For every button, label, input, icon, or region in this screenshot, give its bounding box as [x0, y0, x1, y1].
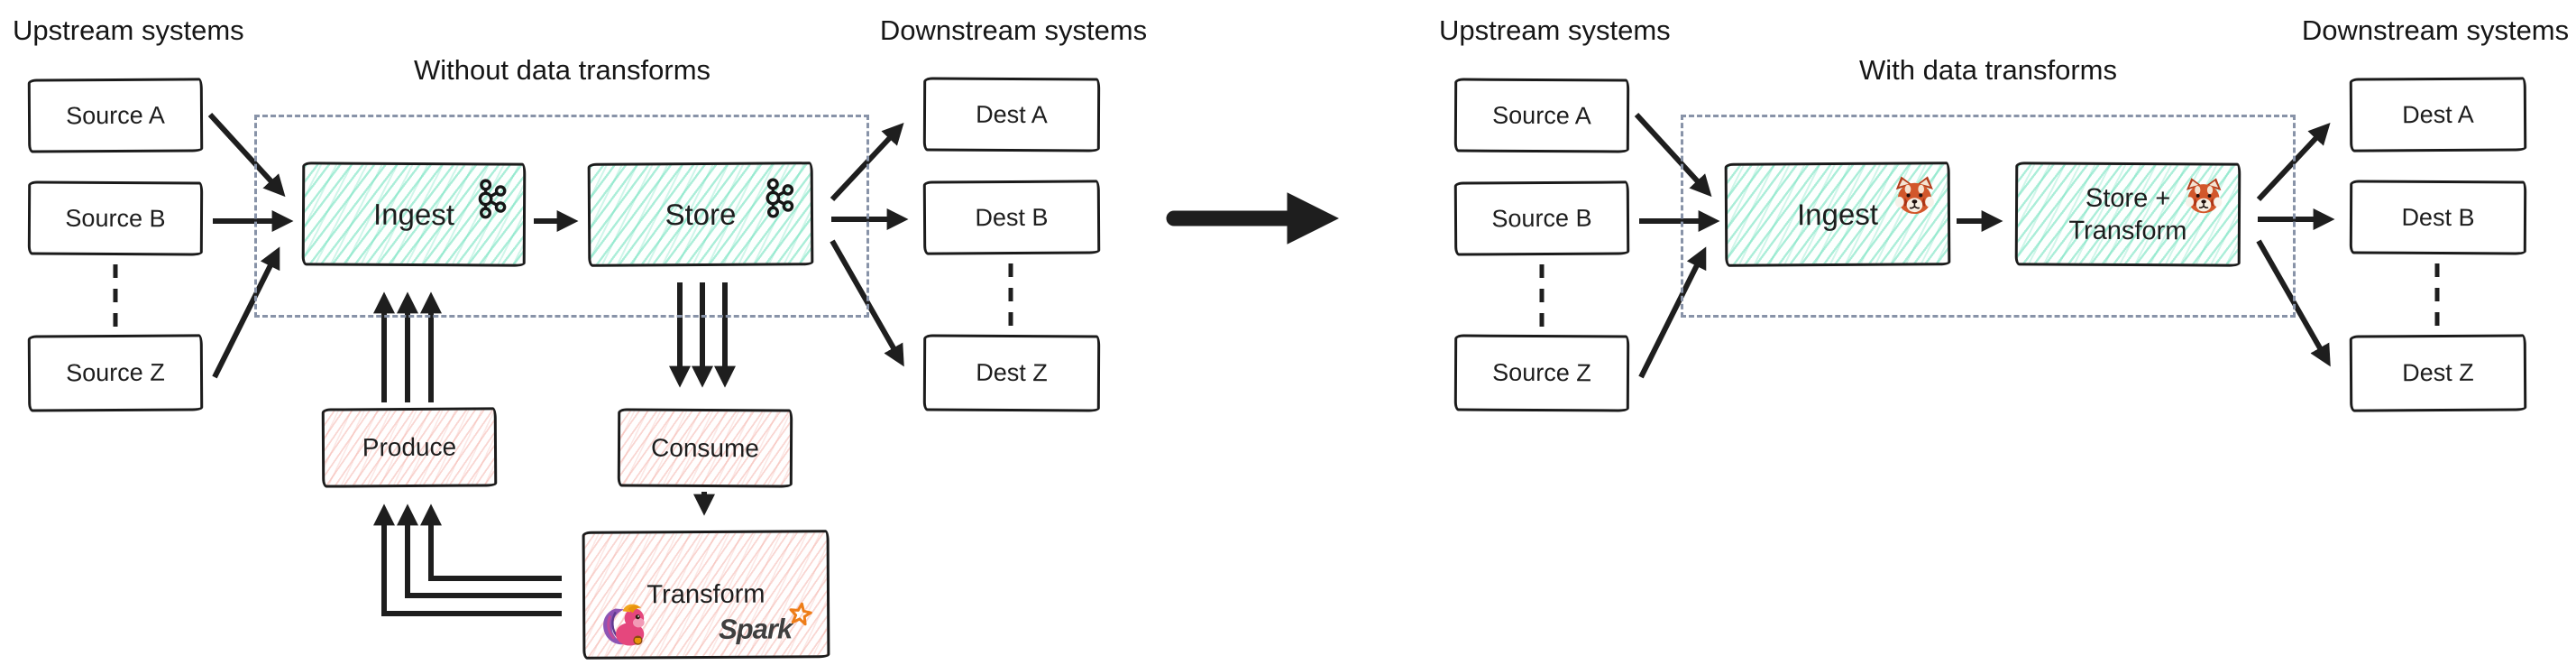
right-source-a-box: Source A — [1453, 78, 1630, 153]
left-pipeline-boundary — [254, 115, 869, 318]
consume-box: Consume — [617, 408, 793, 488]
left-store-label: Store — [665, 197, 737, 231]
right-ingest-box: Ingest — [1724, 162, 1951, 267]
left-source-a-label: Source A — [66, 101, 165, 129]
produce-box: Produce — [321, 407, 498, 488]
right-dest-a-box: Dest A — [2349, 77, 2527, 152]
left-source-z-label: Source Z — [66, 358, 165, 387]
right-source-b-label: Source B — [1491, 204, 1592, 232]
left-dest-z-label: Dest Z — [976, 358, 1048, 387]
consume-label: Consume — [651, 433, 760, 462]
spark-star-icon — [786, 600, 814, 628]
left-dest-a-box: Dest A — [922, 77, 1101, 152]
redpanda-icon — [2184, 176, 2223, 216]
left-downstream-title: Downstream systems — [879, 14, 1148, 46]
right-store-transform-line2: Transform — [2068, 216, 2187, 245]
produce-label: Produce — [362, 432, 457, 462]
right-ingest-label: Ingest — [1796, 197, 1879, 231]
right-pipeline-boundary — [1681, 115, 2296, 318]
left-upstream-title: Upstream systems — [13, 14, 244, 46]
right-dest-b-label: Dest B — [2401, 203, 2475, 231]
kafka-icon — [764, 177, 794, 218]
arrow-transform-to-produce-3 — [373, 503, 562, 616]
left-dest-b-box: Dest B — [922, 180, 1101, 255]
right-source-b-box: Source B — [1453, 180, 1630, 256]
right-store-transform-label: Store + Transform — [2068, 181, 2186, 247]
left-source-a-box: Source A — [27, 78, 204, 153]
right-diagram-title: With data transforms — [1859, 54, 2117, 86]
right-source-a-label: Source A — [1492, 101, 1591, 129]
right-store-transform-line1: Store + — [2085, 183, 2171, 213]
right-source-z-box: Source Z — [1453, 334, 1630, 412]
left-ingest-box: Ingest — [301, 162, 527, 267]
left-ingest-label: Ingest — [372, 197, 455, 231]
right-dest-b-box: Dest B — [2349, 180, 2527, 255]
right-dest-z-box: Dest Z — [2349, 334, 2527, 412]
spark-logo: Spark — [718, 600, 814, 645]
arrow-transform-to-produce-1 — [420, 503, 562, 581]
right-upstream-title: Upstream systems — [1439, 14, 1671, 46]
spark-logo-text: Spark — [718, 613, 793, 645]
right-store-transform-box: Store + Transform — [2014, 162, 2241, 267]
kafka-icon — [476, 178, 507, 219]
right-source-z-label: Source Z — [1492, 358, 1591, 387]
left-source-b-box: Source B — [27, 180, 204, 256]
right-dest-z-label: Dest Z — [2402, 358, 2474, 387]
right-dest-a-label: Dest A — [2402, 100, 2474, 128]
left-source-b-label: Source B — [65, 204, 166, 232]
right-downstream-title: Downstream systems — [2301, 14, 2570, 46]
redpanda-icon — [1893, 174, 1936, 217]
flink-squirrel-icon — [598, 603, 647, 647]
left-store-box: Store — [587, 162, 814, 267]
transform-box: Transform Spark — [582, 530, 830, 660]
left-dest-z-box: Dest Z — [922, 334, 1101, 412]
left-dest-a-label: Dest A — [976, 100, 1048, 128]
left-diagram-title: Without data transforms — [413, 54, 711, 86]
arrow-transform-to-produce-2 — [397, 503, 562, 598]
left-source-z-box: Source Z — [27, 334, 204, 412]
left-dest-b-label: Dest B — [975, 203, 1049, 231]
